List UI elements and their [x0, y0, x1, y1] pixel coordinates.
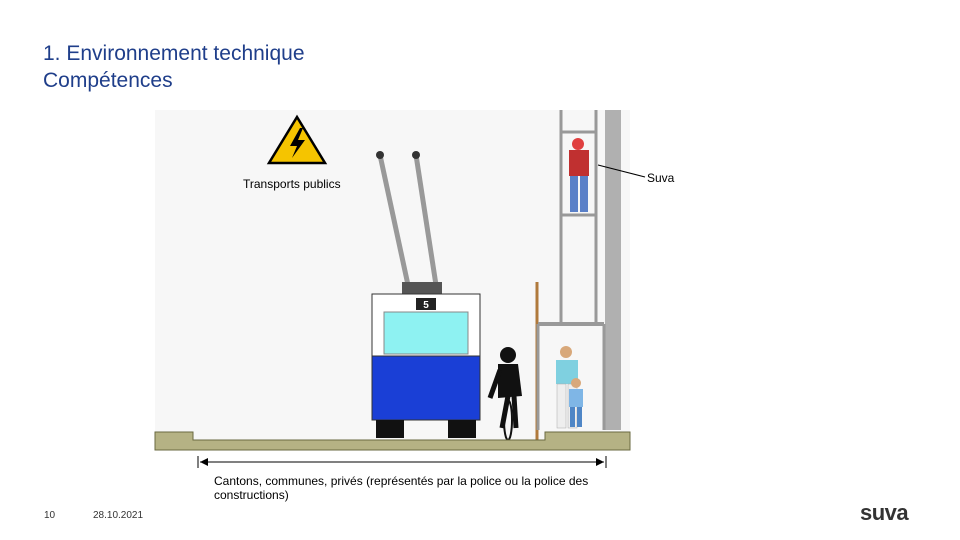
page-number: 10 — [44, 510, 56, 521]
bus-number: 5 — [423, 300, 429, 311]
transport-label: Transports publics — [243, 177, 341, 191]
high-voltage-warning-icon — [266, 114, 328, 165]
slide-date: 28.10.2021 — [93, 510, 144, 521]
trolley-poles — [376, 151, 442, 296]
ground-profile — [154, 431, 631, 451]
title-line-2: Compétences — [43, 69, 173, 92]
trolleybus — [371, 293, 481, 438]
slide-title: 1. Environnement technique Compétences — [43, 40, 305, 94]
cantons-label: Cantons, communes, privés (représentés p… — [214, 474, 589, 502]
suva-leader-line — [597, 164, 646, 178]
cyclist-figure — [487, 347, 522, 441]
jurisdiction-dimension-arrow — [197, 456, 607, 468]
title-line-1: 1. Environnement technique — [43, 42, 305, 65]
scaffold-structure — [536, 110, 621, 430]
pedestrian-child-figure — [569, 378, 583, 427]
suva-label: Suva — [647, 171, 675, 185]
suva-logo: suva — [860, 500, 909, 525]
worker-figure — [569, 138, 589, 212]
